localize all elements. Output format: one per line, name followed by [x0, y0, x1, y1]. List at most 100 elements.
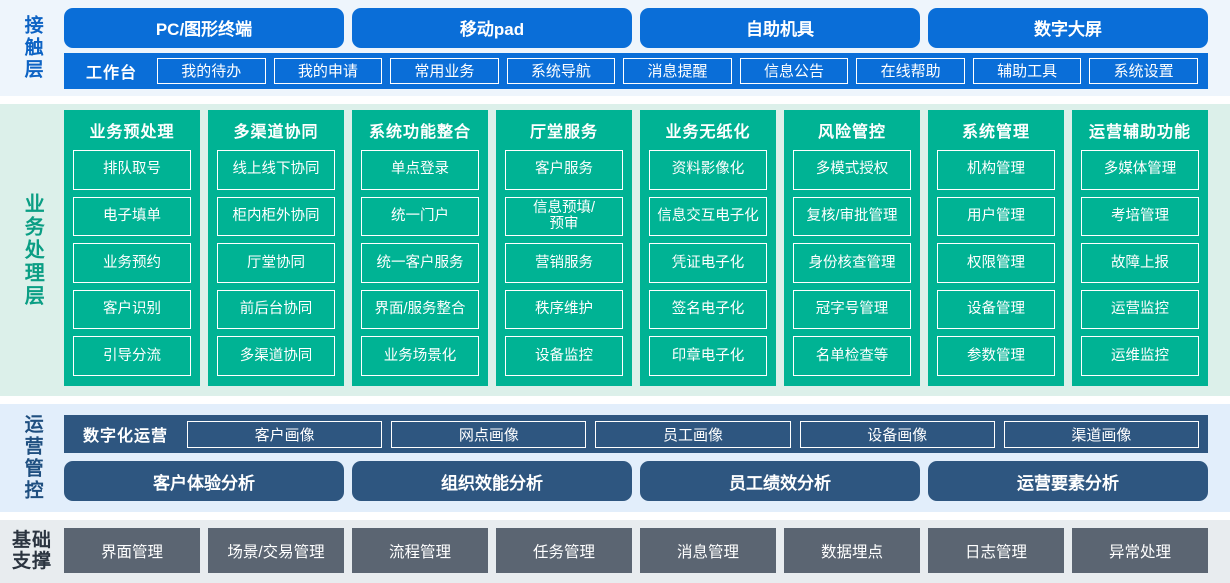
business-item[interactable]: 印章电子化 — [649, 336, 767, 376]
business-item[interactable]: 秩序维护 — [505, 289, 623, 330]
business-layer-body: 业务预处理 排队取号 电子填单 业务预约 客户识别 引导分流 多渠道协同 线上线… — [64, 104, 1230, 396]
base-layer-body: 界面管理 场景/交易管理 流程管理 任务管理 消息管理 数据埋点 — [64, 520, 1230, 583]
channel-tile-self-service[interactable]: 自助机具 — [640, 7, 920, 48]
base-tile-log-management[interactable]: 日志管理 — [928, 528, 1064, 573]
portrait-channel[interactable]: 渠道画像 — [1003, 420, 1200, 448]
business-column-lobby-service-title: 厅堂服务 — [529, 124, 598, 141]
business-item[interactable]: 凭证电子化 — [649, 243, 767, 283]
workbench-item-my-todo[interactable]: 我的待办 — [157, 57, 266, 84]
business-item[interactable]: 设备管理 — [937, 289, 1055, 330]
business-item[interactable]: 业务预约 — [73, 243, 191, 283]
contact-layer-body: PC/图形终端 移动pad 自助机具 数字大屏 工作台 我的待办 我的申请 — [64, 0, 1230, 96]
business-item[interactable]: 资料影像化 — [649, 150, 767, 190]
workbench-item-system-navigation[interactable]: 系统导航 — [506, 57, 616, 84]
business-item[interactable]: 界面/服务整合 — [361, 289, 479, 330]
business-item[interactable]: 客户服务 — [505, 150, 623, 190]
business-item[interactable]: 多模式授权 — [793, 150, 911, 190]
base-tile-scenario-transaction[interactable]: 场景/交易管理 — [208, 528, 344, 573]
business-item[interactable]: 电子填单 — [73, 196, 191, 237]
business-item[interactable]: 签名电子化 — [649, 289, 767, 330]
base-tile-process-management-label: 流程管理 — [388, 543, 451, 561]
workbench-item-aux-tools[interactable]: 辅助工具 — [972, 57, 1082, 84]
business-item[interactable]: 业务场景化 — [361, 336, 479, 376]
base-tile-data-tracking[interactable]: 数据埋点 — [784, 528, 920, 573]
analysis-ops-factors-label: 运营要素分析 — [1017, 473, 1119, 493]
business-item[interactable]: 多渠道协同 — [217, 336, 335, 376]
band-divider-3 — [0, 512, 1230, 520]
workbench-item-common-business[interactable]: 常用业务 — [390, 57, 499, 84]
channel-tile-mobile-pad[interactable]: 移动pad — [352, 7, 632, 48]
analysis-tile-row: 客户体验分析 组织效能分析 员工绩效分析 运营要素分析 — [64, 461, 1208, 501]
business-item[interactable]: 多媒体管理 — [1081, 150, 1199, 190]
workbench-bar: 工作台 我的待办 我的申请 常用业务 系统导航 消息提醒 信息公告 — [64, 52, 1208, 89]
workbench-item-announcement[interactable]: 信息公告 — [739, 57, 849, 84]
business-item[interactable]: 引导分流 — [73, 336, 191, 376]
workbench-item-my-application[interactable]: 我的申请 — [273, 57, 383, 84]
business-item[interactable]: 信息交互电子化 — [649, 196, 767, 237]
portrait-customer[interactable]: 客户画像 — [187, 420, 383, 448]
ops-layer-label-text: 运营管控 — [21, 414, 43, 502]
base-tile-log-management-label: 日志管理 — [964, 543, 1027, 561]
portrait-employee[interactable]: 员工画像 — [595, 420, 791, 448]
business-item[interactable]: 统一门户 — [361, 196, 479, 237]
business-item[interactable]: 复核/审批管理 — [793, 196, 911, 237]
business-item[interactable]: 统一客户服务 — [361, 243, 479, 283]
business-item[interactable]: 故障上报 — [1081, 243, 1199, 283]
business-item[interactable]: 运维监控 — [1081, 336, 1199, 376]
business-item[interactable]: 前后台协同 — [217, 289, 335, 330]
business-item[interactable]: 设备监控 — [505, 336, 623, 376]
base-layer-band: 基础 支撑 界面管理 场景/交易管理 流程管理 任务管理 消息管理 — [0, 520, 1230, 583]
business-item[interactable]: 单点登录 — [361, 150, 479, 190]
business-item[interactable]: 冠字号管理 — [793, 289, 911, 330]
digital-ops-title: 数字化运营 — [83, 428, 169, 445]
analysis-ops-factors[interactable]: 运营要素分析 — [928, 461, 1208, 501]
base-tile-message-management-label: 消息管理 — [676, 543, 739, 561]
business-item[interactable]: 排队取号 — [73, 150, 191, 190]
base-tile-exception-handling[interactable]: 异常处理 — [1072, 528, 1208, 573]
business-item[interactable]: 用户管理 — [937, 196, 1055, 237]
business-item[interactable]: 营销服务 — [505, 243, 623, 283]
base-layer-label-line1: 基础 — [11, 529, 52, 551]
business-column-system-management-title: 系统管理 — [961, 124, 1030, 141]
business-item[interactable]: 身份核查管理 — [793, 243, 911, 283]
business-column-multichannel-title: 多渠道协同 — [233, 124, 319, 141]
workbench-item-online-help-label: 在线帮助 — [880, 63, 941, 80]
portrait-branch[interactable]: 网点画像 — [391, 420, 587, 448]
business-item[interactable]: 客户识别 — [73, 289, 191, 330]
base-tile-message-management[interactable]: 消息管理 — [640, 528, 776, 573]
business-item[interactable]: 考培管理 — [1081, 196, 1199, 237]
channel-tile-pc[interactable]: PC/图形终端 — [64, 7, 344, 48]
business-item[interactable]: 参数管理 — [937, 336, 1055, 376]
business-column-preprocessing-title: 业务预处理 — [89, 124, 175, 141]
base-tile-scenario-transaction-label: 场景/交易管理 — [227, 543, 325, 561]
base-tile-ui-management[interactable]: 界面管理 — [64, 528, 200, 573]
business-item[interactable]: 机构管理 — [937, 150, 1055, 190]
business-column-lobby-service: 厅堂服务 客户服务 信息预填/ 预审 营销服务 秩序维护 设备监控 — [496, 110, 632, 386]
workbench-item-message-alert[interactable]: 消息提醒 — [623, 57, 732, 84]
band-divider-1 — [0, 96, 1230, 104]
workbench-item-online-help[interactable]: 在线帮助 — [856, 57, 965, 84]
analysis-customer-experience-label: 客户体验分析 — [153, 473, 255, 493]
business-item[interactable]: 柜内柜外协同 — [217, 196, 335, 237]
base-tile-task-management[interactable]: 任务管理 — [496, 528, 632, 573]
business-item[interactable]: 信息预填/ 预审 — [505, 196, 623, 237]
analysis-org-efficiency[interactable]: 组织效能分析 — [352, 461, 632, 501]
business-item[interactable]: 运营监控 — [1081, 289, 1199, 330]
channel-tile-digital-screen-label: 数字大屏 — [1034, 20, 1102, 39]
portrait-device[interactable]: 设备画像 — [799, 420, 995, 448]
business-item[interactable]: 名单检查等 — [793, 336, 911, 376]
workbench-item-aux-tools-label: 辅助工具 — [997, 63, 1058, 80]
channel-tile-pc-label: PC/图形终端 — [155, 20, 253, 39]
workbench-item-system-settings[interactable]: 系统设置 — [1089, 57, 1198, 84]
channel-tile-digital-screen[interactable]: 数字大屏 — [928, 7, 1208, 48]
business-column-ops-assist: 运营辅助功能 多媒体管理 考培管理 故障上报 运营监控 运维监控 — [1072, 110, 1208, 386]
business-layer-band: 业务处理层 业务预处理 排队取号 电子填单 业务预约 客户识别 引导分流 多渠道… — [0, 104, 1230, 396]
analysis-employee-performance[interactable]: 员工绩效分析 — [640, 461, 920, 501]
business-item[interactable]: 厅堂协同 — [217, 243, 335, 283]
analysis-employee-performance-label: 员工绩效分析 — [729, 473, 831, 493]
business-item[interactable]: 线上线下协同 — [217, 150, 335, 190]
base-tile-process-management[interactable]: 流程管理 — [352, 528, 488, 573]
analysis-customer-experience[interactable]: 客户体验分析 — [64, 461, 344, 501]
digital-ops-bar: 数字化运营 客户画像 网点画像 员工画像 设备画像 渠道画像 — [64, 415, 1208, 453]
business-item[interactable]: 权限管理 — [937, 243, 1055, 283]
